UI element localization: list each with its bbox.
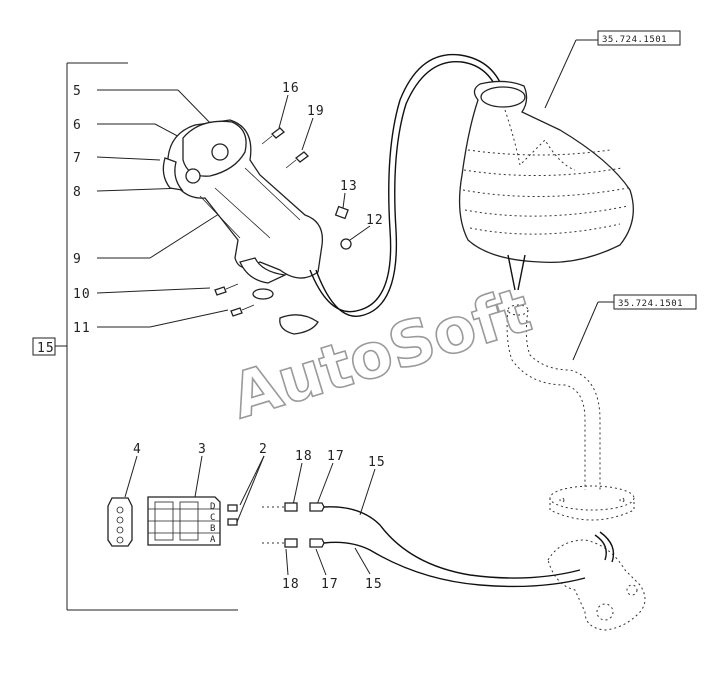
callout-16: 16 (282, 81, 300, 96)
mount-bracket (547, 531, 646, 631)
screw-19 (295, 151, 309, 163)
handle-cable (309, 53, 506, 317)
callout-2: 2 (259, 442, 268, 457)
base-clamp (239, 257, 288, 284)
callout-4: 4 (133, 442, 142, 457)
pin-label-c: C (210, 513, 216, 523)
joystick-handle (162, 119, 324, 300)
callout-15-top: 15 (368, 455, 386, 470)
callout-10: 10 (73, 287, 91, 302)
base-boss (252, 288, 274, 300)
callout-5: 5 (73, 84, 82, 99)
seal-17-bottom (309, 538, 325, 548)
callouts: 5 6 7 8 9 10 11 16 19 13 12 4 3 2 18 17 … (73, 81, 386, 592)
nut-13 (334, 205, 349, 220)
leader-lines (96, 39, 614, 576)
boot-outline (458, 80, 634, 264)
reference-column: 35.724.1501 (618, 299, 683, 309)
column-flange (549, 485, 635, 511)
fasteners (214, 127, 352, 335)
terminal-18-bottom (284, 538, 298, 548)
screw-19-shank (285, 159, 297, 169)
callout-13: 13 (340, 179, 358, 194)
screw-11-shank (241, 304, 255, 311)
callout-17-bottom: 17 (321, 577, 339, 592)
screw-11 (230, 307, 243, 317)
boot-top-opening (480, 86, 526, 108)
rubber-boot (458, 80, 634, 291)
screw-10 (214, 286, 227, 296)
screw-16 (271, 127, 285, 139)
bracket-wires (594, 531, 615, 563)
seal-17-top (309, 502, 325, 512)
contact-2-upper (227, 504, 238, 512)
reference-boot: 35.724.1501 (602, 35, 667, 45)
callout-19: 19 (307, 104, 325, 119)
screw-10-shank (225, 283, 239, 290)
pin-label-b: B (210, 524, 216, 534)
callout-3: 3 (198, 442, 207, 457)
button-6-upper (211, 143, 229, 161)
callout-11: 11 (73, 321, 91, 336)
reference-box-boot (597, 30, 681, 46)
mounting-column (506, 304, 635, 521)
button-6-lower (185, 168, 201, 184)
terminal-18-top (284, 502, 298, 512)
boot-wire (507, 254, 526, 291)
callout-12: 12 (366, 213, 384, 228)
callout-18-bottom: 18 (282, 577, 300, 592)
handle-ribs (199, 167, 301, 239)
group-bracket: 15 (32, 62, 238, 611)
reference-box-column (613, 294, 697, 310)
connector-assembly: D C B A (107, 496, 238, 547)
trigger-7 (162, 157, 184, 191)
wire-harness (262, 502, 586, 588)
group-label-box (32, 337, 56, 356)
pin-label-d: D (210, 502, 216, 512)
callout-15-bottom: 15 (365, 577, 383, 592)
washer-12 (340, 238, 352, 250)
callout-15-group: 15 (37, 341, 55, 356)
screw-16-shank (261, 135, 273, 145)
contact-2-lower (227, 518, 238, 526)
pin-label-a: A (210, 535, 216, 545)
callout-9: 9 (73, 252, 82, 267)
callout-17-top: 17 (327, 449, 345, 464)
connector-housing-4 (107, 497, 133, 547)
reference-boxes: 35.724.1501 35.724.1501 (597, 30, 697, 310)
callout-7: 7 (73, 151, 82, 166)
callout-6: 6 (73, 118, 82, 133)
clip-ring (279, 314, 319, 335)
callout-8: 8 (73, 185, 82, 200)
callout-18-top: 18 (295, 449, 313, 464)
